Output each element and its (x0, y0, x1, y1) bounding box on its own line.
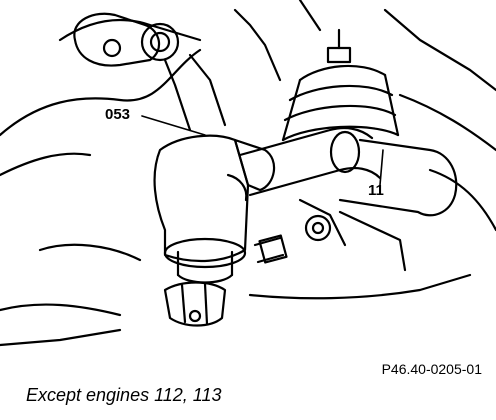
callout-label-053: 053 (105, 106, 131, 123)
leader-line-11 (379, 149, 384, 186)
callout-label-11: 11 (368, 182, 384, 199)
stud-bolt (253, 234, 288, 264)
leader-line-053 (141, 115, 206, 136)
figure-reference: P46.40-0205-01 (381, 361, 482, 377)
chassis-outline (0, 0, 496, 347)
upper-bracket (73, 12, 227, 132)
wrench-tool-053 (153, 134, 276, 327)
figure-caption: Except engines 112, 113 (26, 385, 222, 405)
technical-drawing (0, 0, 496, 347)
cv-boot (281, 28, 400, 142)
control-arm (238, 127, 458, 272)
